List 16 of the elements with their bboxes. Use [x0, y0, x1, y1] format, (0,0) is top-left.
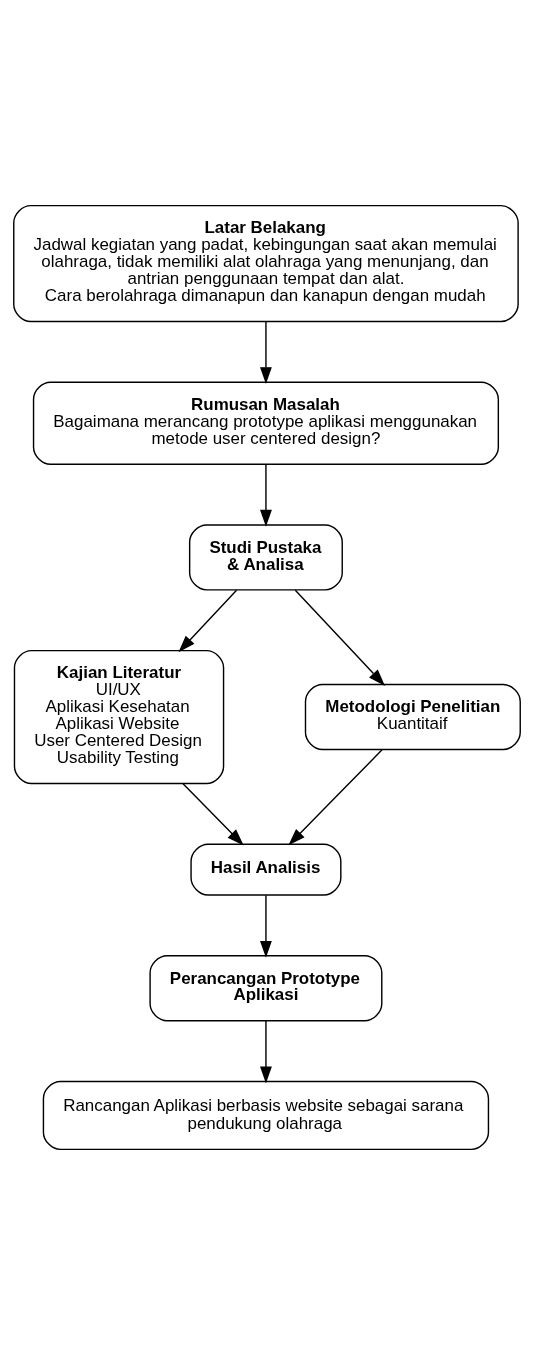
- arrow: [260, 463, 272, 527]
- arrow: [260, 320, 272, 385]
- node-box: Metodologi Penelitian Kuantitaif: [304, 683, 521, 751]
- node-box: Perancangan Prototype Aplikasi: [149, 955, 383, 1022]
- node-box: Hasil Analisis: [190, 843, 342, 896]
- node-box: Rumusan Masalah Bagaimana merancang prototype aplikasi menggunakan metode user centered design?: [32, 381, 500, 465]
- node-box: Studi Pustaka & Analisa: [188, 524, 343, 591]
- node-box: Latar Belakang Jadwal kegiatan yang padat, kebingungan saat akan memulai olahraga, tidak memiliki alat olahraga yang menunjang, dan antrian penggunaan tempat dan alat. Cara berolahraga dimanapun dan kanapun dengan mudah: [13, 204, 519, 323]
- node-box: Rancangan Aplikasi berbasis website sebagai sarana pendukung olahraga: [42, 1080, 490, 1151]
- arrow: [178, 589, 238, 653]
- arrow: [288, 749, 383, 846]
- arrow: [260, 894, 272, 958]
- arrow: [260, 1020, 272, 1084]
- arrow: [294, 589, 385, 686]
- arrow: [182, 783, 244, 846]
- node-box: Kajian Literatur UI/UX Aplikasi Kesehatan Aplikasi Website User Centered Design Usability Testing: [13, 649, 225, 785]
